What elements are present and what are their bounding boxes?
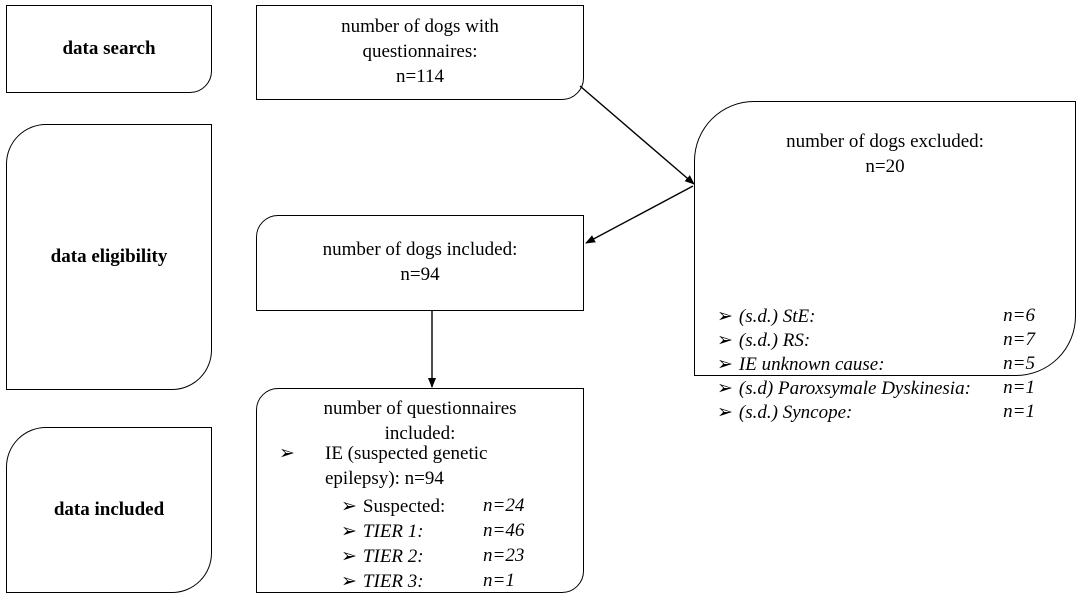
stage-label: data eligibility <box>50 246 168 267</box>
stage-data-included: data included <box>6 427 212 593</box>
box-line: number of dogs with <box>341 16 499 38</box>
tier-value: n=1 <box>483 570 515 591</box>
tier-item: ➢TIER 3: n=1 <box>341 570 541 594</box>
arrow-bullet-icon: ➢ <box>341 571 357 592</box>
box-count: n=114 <box>395 65 444 87</box>
excluded-item-label: (s.d) Paroxsymale Dyskinesia: <box>738 378 971 399</box>
box-line: number of dogs excluded: <box>786 131 984 152</box>
excluded-item-label: (s.d.) Syncope: <box>738 402 853 423</box>
excluded-item: ➢IE unknown cause: n=5 <box>717 353 1035 376</box>
stage-label: data included <box>53 499 165 520</box>
tier-label: Suspected: <box>362 496 446 517</box>
arrow-to-included <box>585 185 694 244</box>
tier-item: ➢Suspected: n=24 <box>341 495 541 519</box>
box-line: questionnaires: <box>362 41 478 63</box>
excluded-item: ➢(s.d) Paroxsymale Dyskinesia: n=1 <box>717 377 1035 400</box>
box-line: included: <box>384 422 456 444</box>
tier-item: ➢TIER 2: n=23 <box>341 545 541 569</box>
arrow-bullet-icon: ➢ <box>341 546 357 567</box>
ie-line: epilepsy): n=94 <box>325 467 444 489</box>
excluded-item: ➢(s.d.) Syncope: n=1 <box>717 401 1035 424</box>
arrow-bullet-icon: ➢ <box>717 378 733 399</box>
arrow-bullet-icon: ➢ <box>341 521 357 542</box>
ie-line: IE (suspected genetic <box>325 443 488 464</box>
box-line: number of questionnaires <box>323 398 517 419</box>
excluded-item: ➢(s.d.) RS: n=7 <box>717 329 1035 352</box>
excluded-item-label: (s.d.) StE: <box>738 306 816 327</box>
questionnaires-included-box: number of questionnaires included: ➢ IE … <box>256 388 584 593</box>
box-count: n=94 <box>400 264 440 285</box>
tier-value: n=46 <box>483 520 525 541</box>
dogs-excluded-box: number of dogs excluded: n=20 ➢(s.d.) St… <box>694 101 1076 423</box>
tier-label: TIER 2: <box>362 546 424 567</box>
arrow-bullet-icon: ➢ <box>717 402 733 423</box>
tier-value: n=24 <box>483 495 525 516</box>
stage-data-search: data search <box>6 5 212 93</box>
arrow-bullet-icon: ➢ <box>279 443 295 464</box>
excluded-item-value: n=1 <box>1003 377 1035 398</box>
tier-label: TIER 1: <box>362 521 424 542</box>
excluded-item-value: n=5 <box>1003 353 1035 374</box>
excluded-item-label: (s.d.) RS: <box>738 330 811 351</box>
dogs-included-box: number of dogs included: n=94 <box>256 215 584 311</box>
arrow-bullet-icon: ➢ <box>717 330 733 351</box>
tier-item: ➢TIER 1: n=46 <box>341 520 541 544</box>
dogs-with-questionnaires-box: number of dogs with questionnaires: n=11… <box>256 5 584 100</box>
arrow-bullet-icon: ➢ <box>717 306 733 327</box>
box-count: n=20 <box>865 155 905 177</box>
excluded-item-value: n=6 <box>1003 305 1035 326</box>
arrow-bullet-icon: ➢ <box>717 354 733 375</box>
excluded-item-label: IE unknown cause: <box>738 354 885 375</box>
excluded-item-value: n=7 <box>1003 329 1035 350</box>
arrow-to-excluded <box>579 85 695 185</box>
stage-data-eligibility: data eligibility <box>6 124 212 390</box>
excluded-item: ➢(s.d.) StE: n=6 <box>717 305 1035 328</box>
arrow-bullet-icon: ➢ <box>341 496 357 517</box>
tier-label: TIER 3: <box>362 571 424 592</box>
excluded-item-value: n=1 <box>1003 401 1035 422</box>
stage-label: data search <box>62 38 156 59</box>
box-line: number of dogs included: <box>322 239 518 261</box>
tier-value: n=23 <box>483 545 525 566</box>
